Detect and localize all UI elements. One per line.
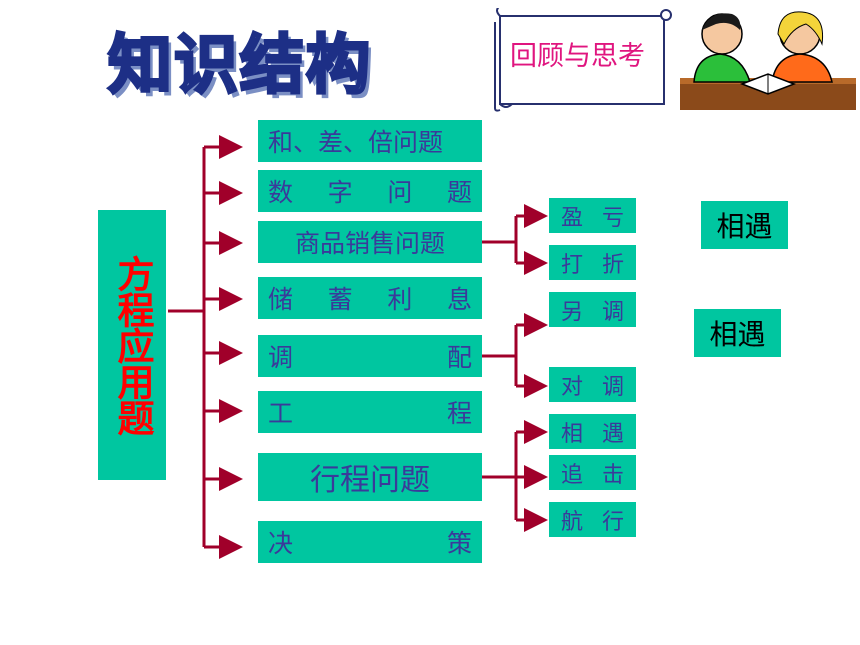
subtopic-reallocate: 另 调 xyxy=(549,292,636,327)
topic-allocation: 调 配 xyxy=(258,335,482,377)
side-label-meeting-2: 相遇 xyxy=(694,309,781,357)
review-label: 回顾与思考 xyxy=(510,41,645,72)
topic-char: 配 xyxy=(446,343,472,372)
topic-savings-interest: 储 蓄 利 息 xyxy=(258,277,482,319)
subtopic-char: 调 xyxy=(601,374,624,400)
subtopic-char: 亏 xyxy=(601,205,624,231)
subtopic-char: 调 xyxy=(601,299,624,325)
topic-char: 策 xyxy=(446,529,472,558)
subtopic-discount: 打 折 xyxy=(549,245,636,280)
topic-sales-problems: 商品销售问题 xyxy=(258,221,482,263)
subtopic-pursuit: 追 击 xyxy=(549,455,636,490)
subtopic-meeting: 相 遇 xyxy=(549,414,636,449)
topic-char: 息 xyxy=(446,285,472,314)
subtopic-char: 另 xyxy=(561,299,584,325)
topic-char: 程 xyxy=(446,399,472,428)
topic-text: 行程问题 xyxy=(310,463,430,498)
topic-decision: 决 策 xyxy=(258,521,482,563)
subtopic-char: 遇 xyxy=(601,421,624,447)
root-node: 方程应用题 xyxy=(98,210,166,480)
side-label-text: 相遇 xyxy=(709,318,766,351)
topic-char: 调 xyxy=(268,343,294,372)
topic-char: 利 xyxy=(387,285,413,314)
topic-text: 和、差、倍问题 xyxy=(268,128,444,157)
topic-travel-problems: 行程问题 xyxy=(258,453,482,501)
subtopic-char: 盈 xyxy=(561,205,584,231)
page-title: 知识结构 xyxy=(107,28,372,105)
subtopic-char: 行 xyxy=(601,509,624,535)
root-label: 方程应用题 xyxy=(111,255,154,435)
topic-char: 题 xyxy=(446,178,472,207)
topic-text: 商品销售问题 xyxy=(294,229,445,258)
children-reading-icon xyxy=(680,11,856,110)
side-label-meeting-1: 相遇 xyxy=(701,201,788,249)
subtopic-char: 对 xyxy=(561,374,584,400)
subtopic-profit-loss: 盈 亏 xyxy=(549,198,636,233)
topic-char: 储 xyxy=(268,285,294,314)
scroll-banner-icon xyxy=(494,8,672,112)
subtopic-char: 相 xyxy=(561,421,584,447)
subtopic-char: 追 xyxy=(561,462,584,488)
subtopic-char: 打 xyxy=(561,252,584,278)
subtopic-char: 航 xyxy=(561,509,584,535)
topic-sum-difference-multiple: 和、差、倍问题 xyxy=(258,120,482,162)
topic-char: 问 xyxy=(387,178,413,207)
topic-engineering: 工 程 xyxy=(258,391,482,433)
subtopic-char: 折 xyxy=(601,252,624,278)
topic-char: 字 xyxy=(327,178,353,207)
topic-number-problems: 数 字 问 题 xyxy=(258,170,482,212)
topic-char: 工 xyxy=(268,399,294,428)
topic-char: 蓄 xyxy=(327,285,353,314)
subtopic-swap: 对 调 xyxy=(549,367,636,402)
subtopic-char: 击 xyxy=(601,462,624,488)
subtopic-navigation: 航 行 xyxy=(549,502,636,537)
side-label-text: 相遇 xyxy=(716,210,773,243)
topic-char: 决 xyxy=(268,529,294,558)
topic-char: 数 xyxy=(268,178,294,207)
